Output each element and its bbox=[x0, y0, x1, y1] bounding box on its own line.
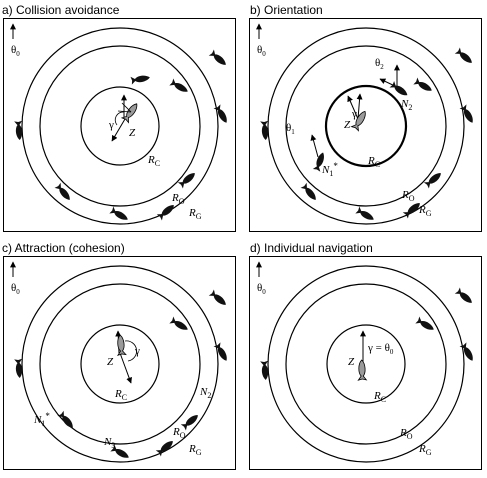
zone-ro-circle bbox=[39, 45, 201, 207]
zone-rg-circle bbox=[21, 265, 219, 463]
theta0-label: θ0 bbox=[257, 44, 266, 59]
heading-arrow bbox=[347, 95, 359, 120]
rg-label: RG bbox=[189, 207, 202, 221]
focal-fish bbox=[357, 359, 367, 381]
panel-a-title: a) Collision avoidance bbox=[2, 3, 120, 17]
rc-label: RC bbox=[148, 154, 161, 168]
rg-label: RG bbox=[419, 204, 432, 218]
panel-d-title: d) Individual navigation bbox=[250, 241, 373, 255]
ro-label: RO bbox=[173, 426, 186, 440]
z-label: Z bbox=[107, 356, 114, 368]
zone-rg-circle bbox=[267, 265, 465, 463]
fish bbox=[109, 206, 130, 223]
n2-label: N2 bbox=[200, 386, 212, 400]
n1-heading-arrow bbox=[310, 134, 319, 158]
ro-label: RO bbox=[172, 192, 185, 206]
panel-b-drawing bbox=[256, 23, 476, 225]
panel-a: θ0 γ Z RC RO RG bbox=[3, 18, 236, 232]
fish bbox=[454, 47, 475, 66]
theta0-label: θ0 bbox=[11, 282, 20, 297]
n2-label: N2 bbox=[401, 98, 413, 112]
fish-n1 bbox=[57, 410, 76, 431]
theta0-label: θ0 bbox=[11, 44, 20, 59]
gamma-arc bbox=[124, 340, 137, 362]
zone-rc-circle bbox=[80, 86, 160, 166]
panel-d-drawing bbox=[256, 261, 476, 463]
rg-label: RG bbox=[189, 443, 202, 457]
fish bbox=[177, 170, 198, 189]
gamma-theta0-label: γ = θ0 bbox=[368, 342, 394, 357]
gamma-label: γ bbox=[135, 345, 140, 357]
zone-ro-circle bbox=[285, 283, 447, 445]
zone-rg-circle bbox=[21, 27, 219, 225]
n1-label: N1* bbox=[322, 161, 338, 178]
z-label: Z bbox=[344, 119, 351, 131]
gamma-arc bbox=[114, 111, 125, 126]
rc-label: RC bbox=[115, 388, 128, 402]
theta2-label: θ2 bbox=[375, 57, 384, 72]
rc-label: RC bbox=[368, 155, 381, 169]
fish bbox=[54, 182, 73, 203]
theta0-label: θ0 bbox=[257, 282, 266, 297]
rc-label: RC bbox=[374, 390, 387, 404]
panel-d: θ0 γ = θ0 Z RC RO RG bbox=[249, 256, 482, 470]
zone-rc-circle bbox=[80, 324, 160, 404]
focal-fish bbox=[115, 334, 127, 356]
panel-c-drawing bbox=[10, 261, 230, 463]
theta1-label: θ1 bbox=[286, 122, 295, 137]
gamma-label: γ bbox=[109, 119, 114, 131]
z-label: Z bbox=[348, 356, 355, 368]
heading-arrow bbox=[356, 93, 363, 120]
panel-a-drawing bbox=[10, 23, 230, 225]
panel-c-title: c) Attraction (cohesion) bbox=[2, 241, 125, 255]
fish bbox=[130, 73, 151, 85]
fish bbox=[423, 170, 444, 189]
fish bbox=[156, 202, 177, 221]
gamma-arrow bbox=[119, 352, 132, 384]
panel-b-title: b) Orientation bbox=[250, 3, 323, 17]
fish bbox=[355, 206, 376, 223]
fish bbox=[454, 287, 475, 306]
zone-ro-circle bbox=[285, 45, 447, 207]
n1-label: N1* bbox=[34, 411, 50, 428]
gamma-label: γ bbox=[352, 108, 357, 120]
ro-label: RO bbox=[400, 427, 413, 441]
n3-label: N3 bbox=[104, 436, 116, 450]
fish bbox=[208, 289, 229, 308]
fish bbox=[208, 49, 229, 68]
fish bbox=[300, 182, 319, 203]
zone-ro-circle bbox=[39, 283, 201, 445]
zone-rg-circle bbox=[267, 27, 465, 225]
zone-rc-circle bbox=[324, 84, 408, 168]
rg-label: RG bbox=[419, 443, 432, 457]
panel-b: θ0 θ2 θ1 γ Z N2 N1* RC RO RG bbox=[249, 18, 482, 232]
gamma-arrow bbox=[111, 118, 126, 142]
z-label: Z bbox=[129, 127, 136, 139]
ro-label: RO bbox=[402, 189, 415, 203]
zone-rc-circle bbox=[326, 324, 406, 404]
panel-c: θ0 γ Z N2 N1* N3 RC RO RG bbox=[3, 256, 236, 470]
